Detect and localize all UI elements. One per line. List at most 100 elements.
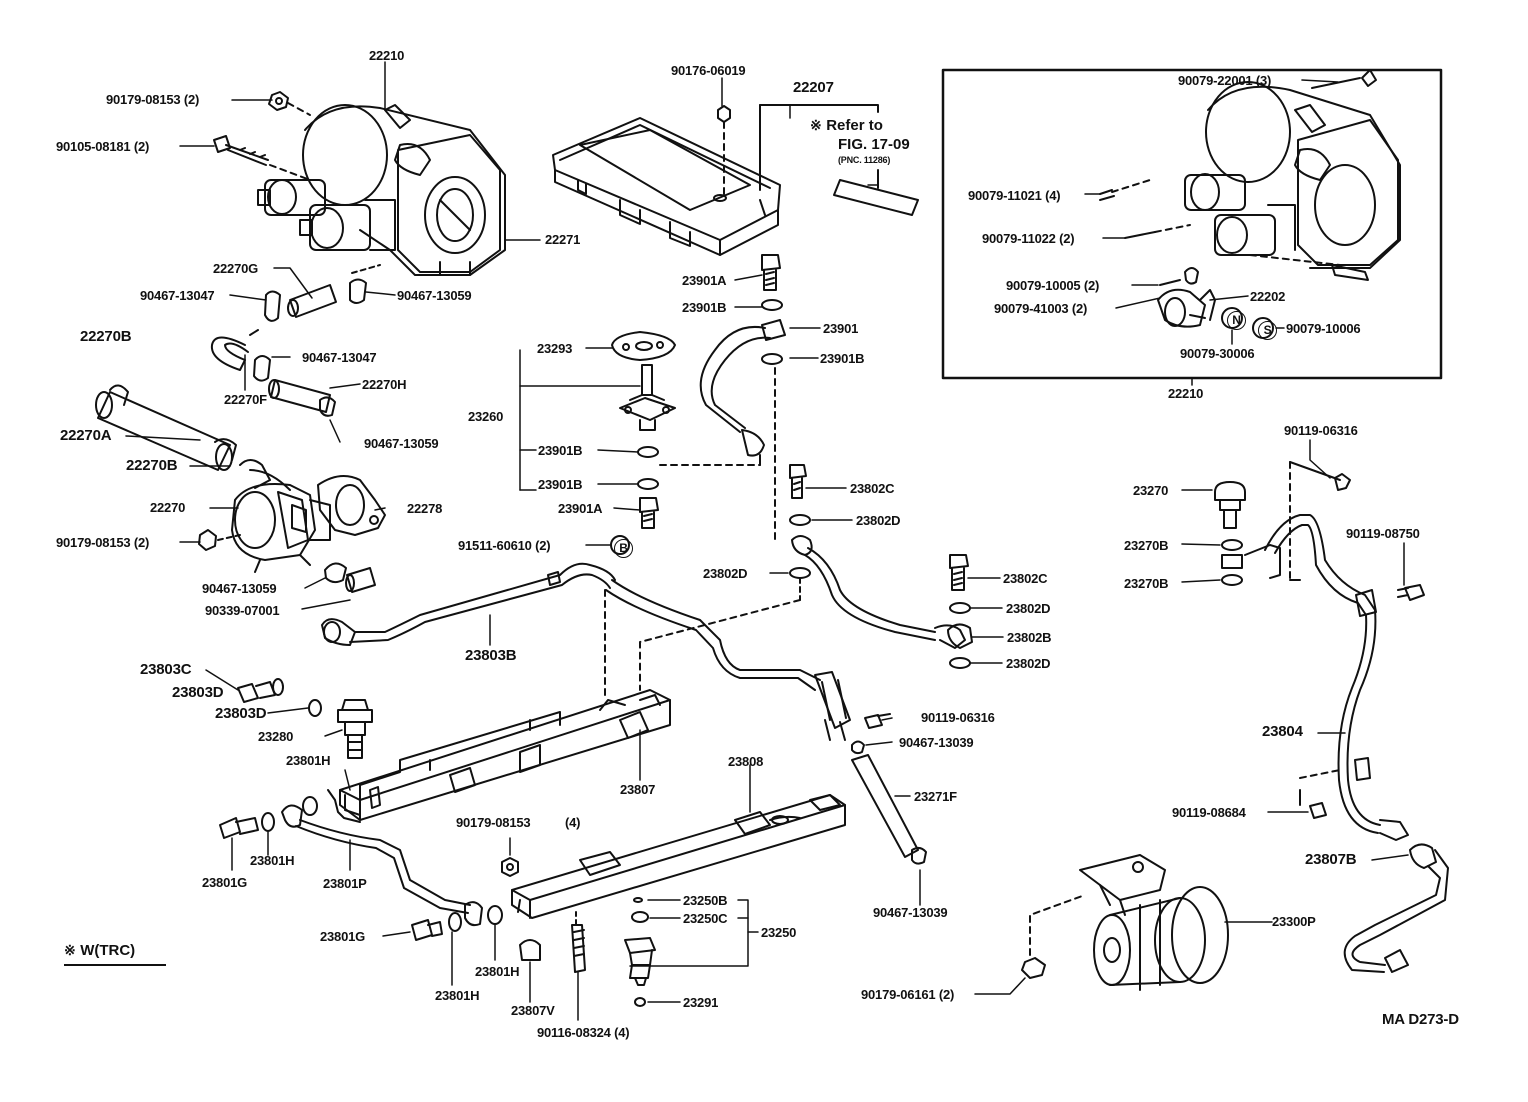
inset-throttle-body — [1099, 69, 1401, 339]
label-90119-08750: 90119-08750 — [1346, 526, 1420, 541]
label-91511-60610: 91511-60610 (2) — [458, 538, 551, 553]
leader-lines — [125, 61, 1409, 1021]
circle-letter-s: S — [1258, 321, 1277, 340]
label-90079-22001: 90079-22001 (3) — [1178, 73, 1272, 88]
label-90467-13059-c: 90467-13059 — [202, 581, 277, 596]
air-valve-22270 — [198, 475, 386, 593]
note-w-trc: ※ W(TRC) — [64, 942, 135, 960]
label-23250C: 23250C — [683, 911, 728, 926]
diagram-code: MA D273-D — [1382, 1011, 1459, 1028]
label-23807B: 23807B — [1305, 851, 1357, 868]
label-90079-11021: 90079-11021 (4) — [968, 188, 1061, 203]
label-90179-06161: 90179-06161 (2) — [861, 987, 955, 1002]
label-23804: 23804 — [1262, 723, 1303, 740]
injector-23250 — [501, 857, 656, 1007]
label-90079-10006: 90079-10006 — [1286, 321, 1361, 336]
label-90467-13039-b: 90467-13039 — [873, 905, 948, 920]
label-23808: 23808 — [728, 754, 764, 769]
label-23802D-c: 23802D — [1006, 601, 1051, 616]
fuel-pipe-23807B — [1343, 843, 1449, 973]
label-22270G: 22270G — [213, 261, 259, 276]
label-23270B-b: 23270B — [1124, 576, 1169, 591]
actuator-23300P — [1021, 854, 1229, 991]
label-90079-30006: 90079-30006 — [1180, 346, 1255, 361]
label-23802D-b: 23802D — [703, 566, 748, 581]
label-90079-11022: 90079-11022 (2) — [982, 231, 1075, 246]
fuel-pipe-23803B — [321, 562, 851, 741]
label-23901A-a: 23901A — [682, 273, 727, 288]
label-90179-08153-4-qty: (4) — [565, 815, 581, 830]
label-22210-top: 22210 — [369, 48, 405, 63]
label-23803C: 23803C — [140, 661, 192, 678]
label-23802C-a: 23802C — [850, 481, 895, 496]
label-90119-06316-a: 90119-06316 — [921, 710, 995, 725]
label-90079-10005: 90079-10005 (2) — [1006, 278, 1100, 293]
label-22202: 22202 — [1250, 289, 1286, 304]
label-90467-13047-b: 90467-13047 — [302, 350, 377, 365]
label-90179-08153-a: 90179-08153 (2) — [106, 92, 200, 107]
label-23901A-b: 23901A — [558, 501, 603, 516]
label-22270A: 22270A — [60, 427, 112, 444]
label-23250B: 23250B — [683, 893, 728, 908]
label-22278: 22278 — [407, 501, 443, 516]
label-23280: 23280 — [258, 729, 294, 744]
refer-line2: FIG. 17-09 — [838, 136, 910, 153]
label-22270B-b: 22270B — [126, 457, 178, 474]
label-23293: 23293 — [537, 341, 573, 356]
label-22207: 22207 — [793, 79, 834, 96]
label-23803B: 23803B — [465, 647, 517, 664]
fuel-pipe-23901 — [699, 254, 786, 541]
label-23803D-b: 23803D — [215, 705, 267, 722]
pressure-regulator-23280 — [337, 699, 373, 759]
label-23801G-b: 23801G — [320, 929, 366, 944]
label-23802D-d: 23802D — [1006, 656, 1051, 671]
pressure-regulator-23270 — [1214, 461, 1351, 586]
label-23901B-b: 23901B — [820, 351, 865, 366]
hose-23271F — [851, 713, 927, 865]
refer-line2-wrap: FIG. 17-09 — [838, 136, 910, 154]
label-23802D-a: 23802D — [856, 513, 901, 528]
label-90467-13039-a: 90467-13039 — [899, 735, 974, 750]
label-90119-06316-b: 90119-06316 — [1284, 423, 1358, 438]
label-90467-13059-a: 90467-13059 — [397, 288, 472, 303]
refer-mark: ※ — [810, 117, 822, 133]
label-23807V: 23807V — [511, 1003, 555, 1018]
label-90105-08181: 90105-08181 (2) — [56, 139, 150, 154]
label-23901B-c: 23901B — [538, 443, 583, 458]
label-23802B: 23802B — [1007, 630, 1052, 645]
label-22270B-a: 22270B — [80, 328, 132, 345]
label-23802C-b: 23802C — [1003, 571, 1048, 586]
inset-box — [941, 68, 1443, 380]
note-w-trc-text: W(TRC) — [80, 942, 136, 959]
fuel-pipe-23801P — [219, 678, 503, 941]
label-90179-08153-4: 90179-08153 — [456, 815, 531, 830]
label-23803D-a: 23803D — [172, 684, 224, 701]
union-bolts-23802 — [639, 464, 973, 691]
note-mark: ※ — [64, 942, 76, 958]
label-23901: 23901 — [823, 321, 859, 336]
label-23300P: 23300P — [1272, 914, 1316, 929]
label-90467-13047-a: 90467-13047 — [140, 288, 215, 303]
label-22271: 22271 — [545, 232, 581, 247]
label-23291: 23291 — [683, 995, 719, 1010]
refer-line1: Refer to — [826, 117, 883, 134]
label-22270H: 22270H — [362, 377, 407, 392]
hoses-and-air-valve — [95, 264, 381, 491]
label-22270: 22270 — [150, 500, 186, 515]
cover-22207 — [552, 104, 919, 256]
refer-line3: (PNC. 11286) — [838, 155, 891, 165]
label-23271F: 23271F — [914, 789, 957, 804]
label-23901B-d: 23901B — [538, 477, 583, 492]
note-underline — [64, 964, 166, 966]
label-23807: 23807 — [620, 782, 656, 797]
label-90179-08153-b: 90179-08153 (2) — [56, 535, 150, 550]
label-23270B-a: 23270B — [1124, 538, 1169, 553]
fuel-pipe-23804 — [1264, 514, 1425, 841]
label-90116-08324: 90116-08324 (4) — [537, 1025, 630, 1040]
label-23801H-b: 23801H — [250, 853, 295, 868]
label-23801H-a: 23801H — [286, 753, 331, 768]
label-22270F: 22270F — [224, 392, 267, 407]
circle-letter-n: N — [1227, 311, 1246, 330]
